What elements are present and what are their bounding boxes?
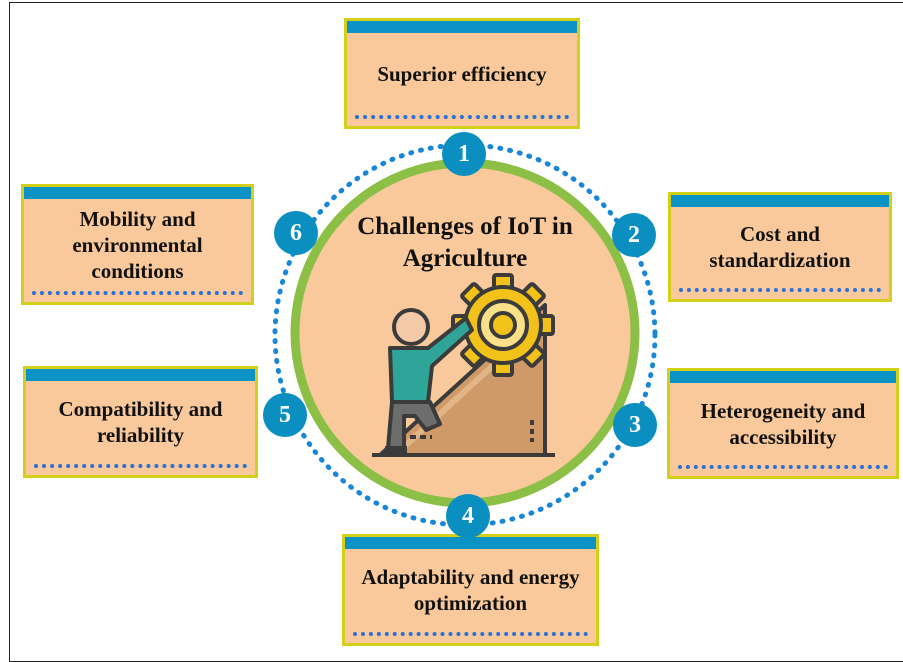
- challenge-label-4: Adaptability and energy optimization: [361, 565, 580, 615]
- center-title: Challenges of IoT in Agriculture: [357, 213, 573, 272]
- challenge-label-6: Mobility and environmental conditions: [72, 206, 203, 283]
- challenge-label-5: Compatibility and reliability: [58, 397, 223, 447]
- box-dotted-line: [355, 115, 569, 119]
- challenge-box-2: Cost and standardization: [668, 192, 892, 302]
- badge-2: 2: [612, 213, 656, 257]
- box-topbar: [670, 371, 896, 383]
- box-dotted-line: [678, 465, 888, 469]
- person-climbing-gear-icon: [372, 273, 555, 458]
- box-topbar: [345, 537, 596, 549]
- badge-4: 4: [446, 494, 490, 538]
- badge-5: 5: [263, 393, 307, 437]
- box-dotted-line: [34, 464, 247, 468]
- box-topbar: [671, 195, 889, 207]
- box-topbar: [26, 369, 255, 381]
- box-dotted-line: [353, 632, 588, 636]
- challenge-box-4: Adaptability and energy optimization: [342, 534, 599, 646]
- challenge-label-2: Cost and standardization: [709, 222, 851, 272]
- challenge-box-3: Heterogeneity and accessibility: [667, 368, 899, 479]
- challenge-box-5: Compatibility and reliability: [23, 366, 258, 478]
- challenge-box-6: Mobility and environmental conditions: [21, 184, 254, 305]
- box-topbar: [347, 21, 577, 33]
- box-dotted-line: [32, 291, 243, 295]
- challenge-label-1: Superior efficiency: [377, 61, 547, 86]
- badge-3: 3: [613, 403, 657, 447]
- badge-1: 1: [442, 132, 486, 176]
- badge-6: 6: [274, 211, 318, 255]
- box-topbar: [24, 187, 251, 199]
- challenge-box-1: Superior efficiency: [344, 18, 580, 129]
- challenge-label-3: Heterogeneity and accessibility: [700, 398, 866, 449]
- box-dotted-line: [679, 288, 881, 292]
